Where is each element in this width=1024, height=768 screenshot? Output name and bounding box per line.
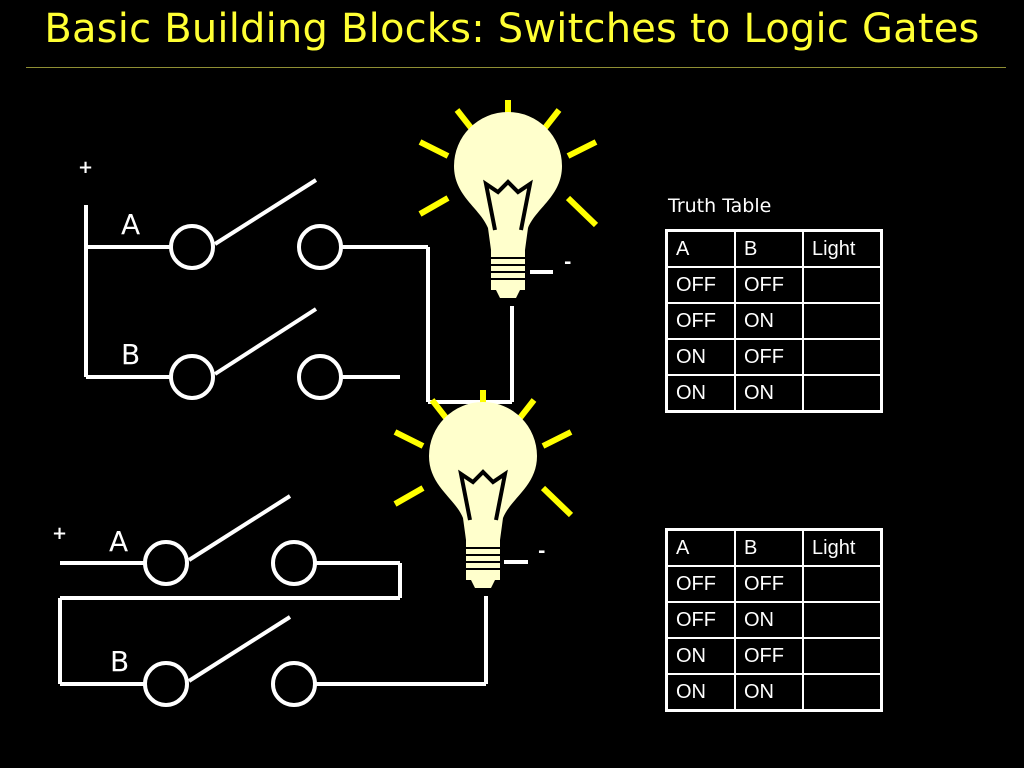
table-row: OFF ON [665,302,883,340]
header-cell: Light [802,528,883,567]
header-cell: B [734,229,804,268]
table-row: OFF OFF [665,266,883,304]
table-row: OFF OFF [665,565,883,603]
switch-b-contact [143,661,189,707]
switch-a-label: A [109,525,129,558]
slide-title: Basic Building Blocks: Switches to Logic… [44,6,980,52]
table-cell [802,673,883,712]
parallel-circuit [58,494,528,707]
negative-terminal-label: - [564,252,572,273]
table-row: ON OFF [665,338,883,376]
switch-b-label: B [121,338,141,371]
table-cell: OFF [665,565,736,603]
switch-a-label: A [121,208,141,241]
table-cell: ON [665,673,736,712]
table-cell: ON [734,673,804,712]
positive-terminal-label: + [52,523,68,544]
switch-b-contact [271,661,317,707]
table-cell [802,374,883,413]
table-cell: OFF [734,637,804,675]
table-cell [802,338,883,376]
table-row: ON ON [665,673,883,712]
header-cell: A [665,229,736,268]
switch-a-lever [213,178,318,246]
switch-a-contact [143,540,189,586]
title-divider [26,67,1006,68]
table-cell: ON [734,601,804,639]
truth-table-2: A B Light OFF OFF OFF ON ON OFF ON ON [665,528,883,712]
table-cell: ON [734,302,804,340]
table-cell: OFF [734,266,804,304]
table-header-row: A B Light [665,528,883,567]
switch-b-contact [297,354,343,400]
negative-terminal-label: - [538,541,546,562]
table-cell: OFF [734,565,804,603]
switch-b-lever [187,615,292,683]
table-cell: ON [734,374,804,413]
table-cell: OFF [734,338,804,376]
switch-b-lever [213,307,318,376]
table-cell: ON [665,374,736,413]
table-cell: ON [665,338,736,376]
table-cell: ON [665,637,736,675]
table-cell [802,565,883,603]
header-cell: B [734,528,804,567]
truth-table-1: A B Light OFF OFF OFF ON ON OFF ON ON [665,229,883,413]
table-cell: OFF [665,601,736,639]
switch-a-contact [297,224,343,270]
table-row: OFF ON [665,601,883,639]
truth-table-caption: Truth Table [668,195,772,217]
switch-b-contact [169,354,215,400]
positive-terminal-label: + [78,157,94,178]
table-header-row: A B Light [665,229,883,268]
table-cell: OFF [665,266,736,304]
switch-a-lever [187,494,292,562]
table-cell [802,637,883,675]
table-row: ON OFF [665,637,883,675]
series-circuit [84,178,553,404]
switch-b-label: B [110,645,130,678]
table-row: ON ON [665,374,883,413]
table-cell [802,302,883,340]
header-cell: Light [802,229,883,268]
switch-a-contact [271,540,317,586]
table-cell [802,266,883,304]
switch-a-contact [169,224,215,270]
table-cell [802,601,883,639]
header-cell: A [665,528,736,567]
table-cell: OFF [665,302,736,340]
